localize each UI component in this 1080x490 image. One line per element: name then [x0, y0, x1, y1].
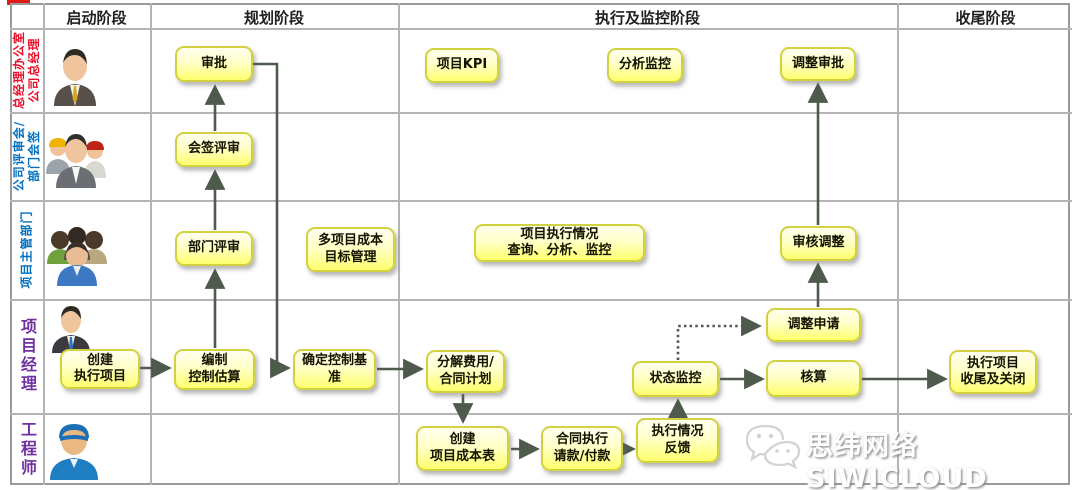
node-create-cost-table: 创建 项目成本表	[416, 426, 509, 471]
lane-label-project-manager: 项目经理	[18, 318, 37, 394]
node-accounting: 核算	[766, 360, 861, 397]
phase-header-planning: 规划阶段	[243, 8, 304, 27]
dept-group-avatar-icon	[47, 227, 107, 286]
phase-header-execution: 执行及监控阶段	[594, 8, 700, 27]
node-adjust-approve: 调整审批	[780, 47, 856, 81]
node-dept-review: 部门评审	[175, 231, 253, 266]
grid-line	[897, 3, 899, 485]
node-create-exec-project: 创建 执行项目	[60, 349, 140, 389]
node-contract-payment: 合同执行 请款/付款	[541, 426, 623, 471]
node-exec-feedback: 执行情况 反馈	[636, 418, 719, 463]
review-group-avatar-icon	[46, 134, 106, 188]
phase-header-closing: 收尾阶段	[955, 8, 1016, 27]
grid-line	[10, 200, 1072, 202]
node-countersign-review: 会签评审	[175, 132, 253, 167]
node-confirm-baseline: 确定控制基准	[293, 349, 376, 390]
grid-line	[10, 28, 1072, 30]
node-prepare-estimate: 编制 控制估算	[174, 349, 255, 390]
manager-avatar-icon	[54, 49, 96, 106]
node-decompose-cost: 分解费用/ 合同计划	[426, 350, 505, 393]
phase-header-initiation: 启动阶段	[66, 8, 127, 27]
lane-label-project-dept: 项目主管部门	[19, 210, 34, 289]
grid-line	[10, 413, 1072, 415]
node-analysis-monitor: 分析监控	[607, 48, 683, 83]
engineer-avatar-icon	[50, 424, 98, 480]
node-close-project: 执行项目 收尾及关闭	[949, 350, 1037, 394]
lane-label-engineer: 工程师	[18, 420, 37, 478]
grid-line	[10, 299, 1072, 301]
grid-line	[10, 112, 1072, 114]
diagram-border	[10, 3, 1070, 485]
node-adjust-request: 调整申请	[766, 308, 861, 342]
grid-line	[43, 3, 45, 485]
wechat-logo-icon	[745, 424, 801, 470]
lane-label-review-board: 公司评审会/ 部门会签	[12, 120, 42, 192]
node-exec-status-query: 项目执行情况 查询、分析、监控	[474, 224, 645, 262]
watermark-text: 思纬网络SIWICLOUD	[806, 431, 988, 490]
grid-line	[398, 3, 400, 485]
red-marker	[7, 0, 30, 5]
node-review-adjust: 审核调整	[780, 226, 857, 261]
node-approve: 审批	[175, 46, 253, 82]
node-multi-project-cost: 多项目成本 目标管理	[306, 227, 395, 272]
grid-line	[150, 3, 152, 485]
node-project-kpi: 项目KPI	[425, 48, 499, 83]
node-status-monitor: 状态监控	[632, 361, 719, 397]
project-manager-avatar-icon	[52, 306, 90, 353]
lane-label-gm-office: 总经理办公室 公司总经理	[12, 30, 42, 110]
